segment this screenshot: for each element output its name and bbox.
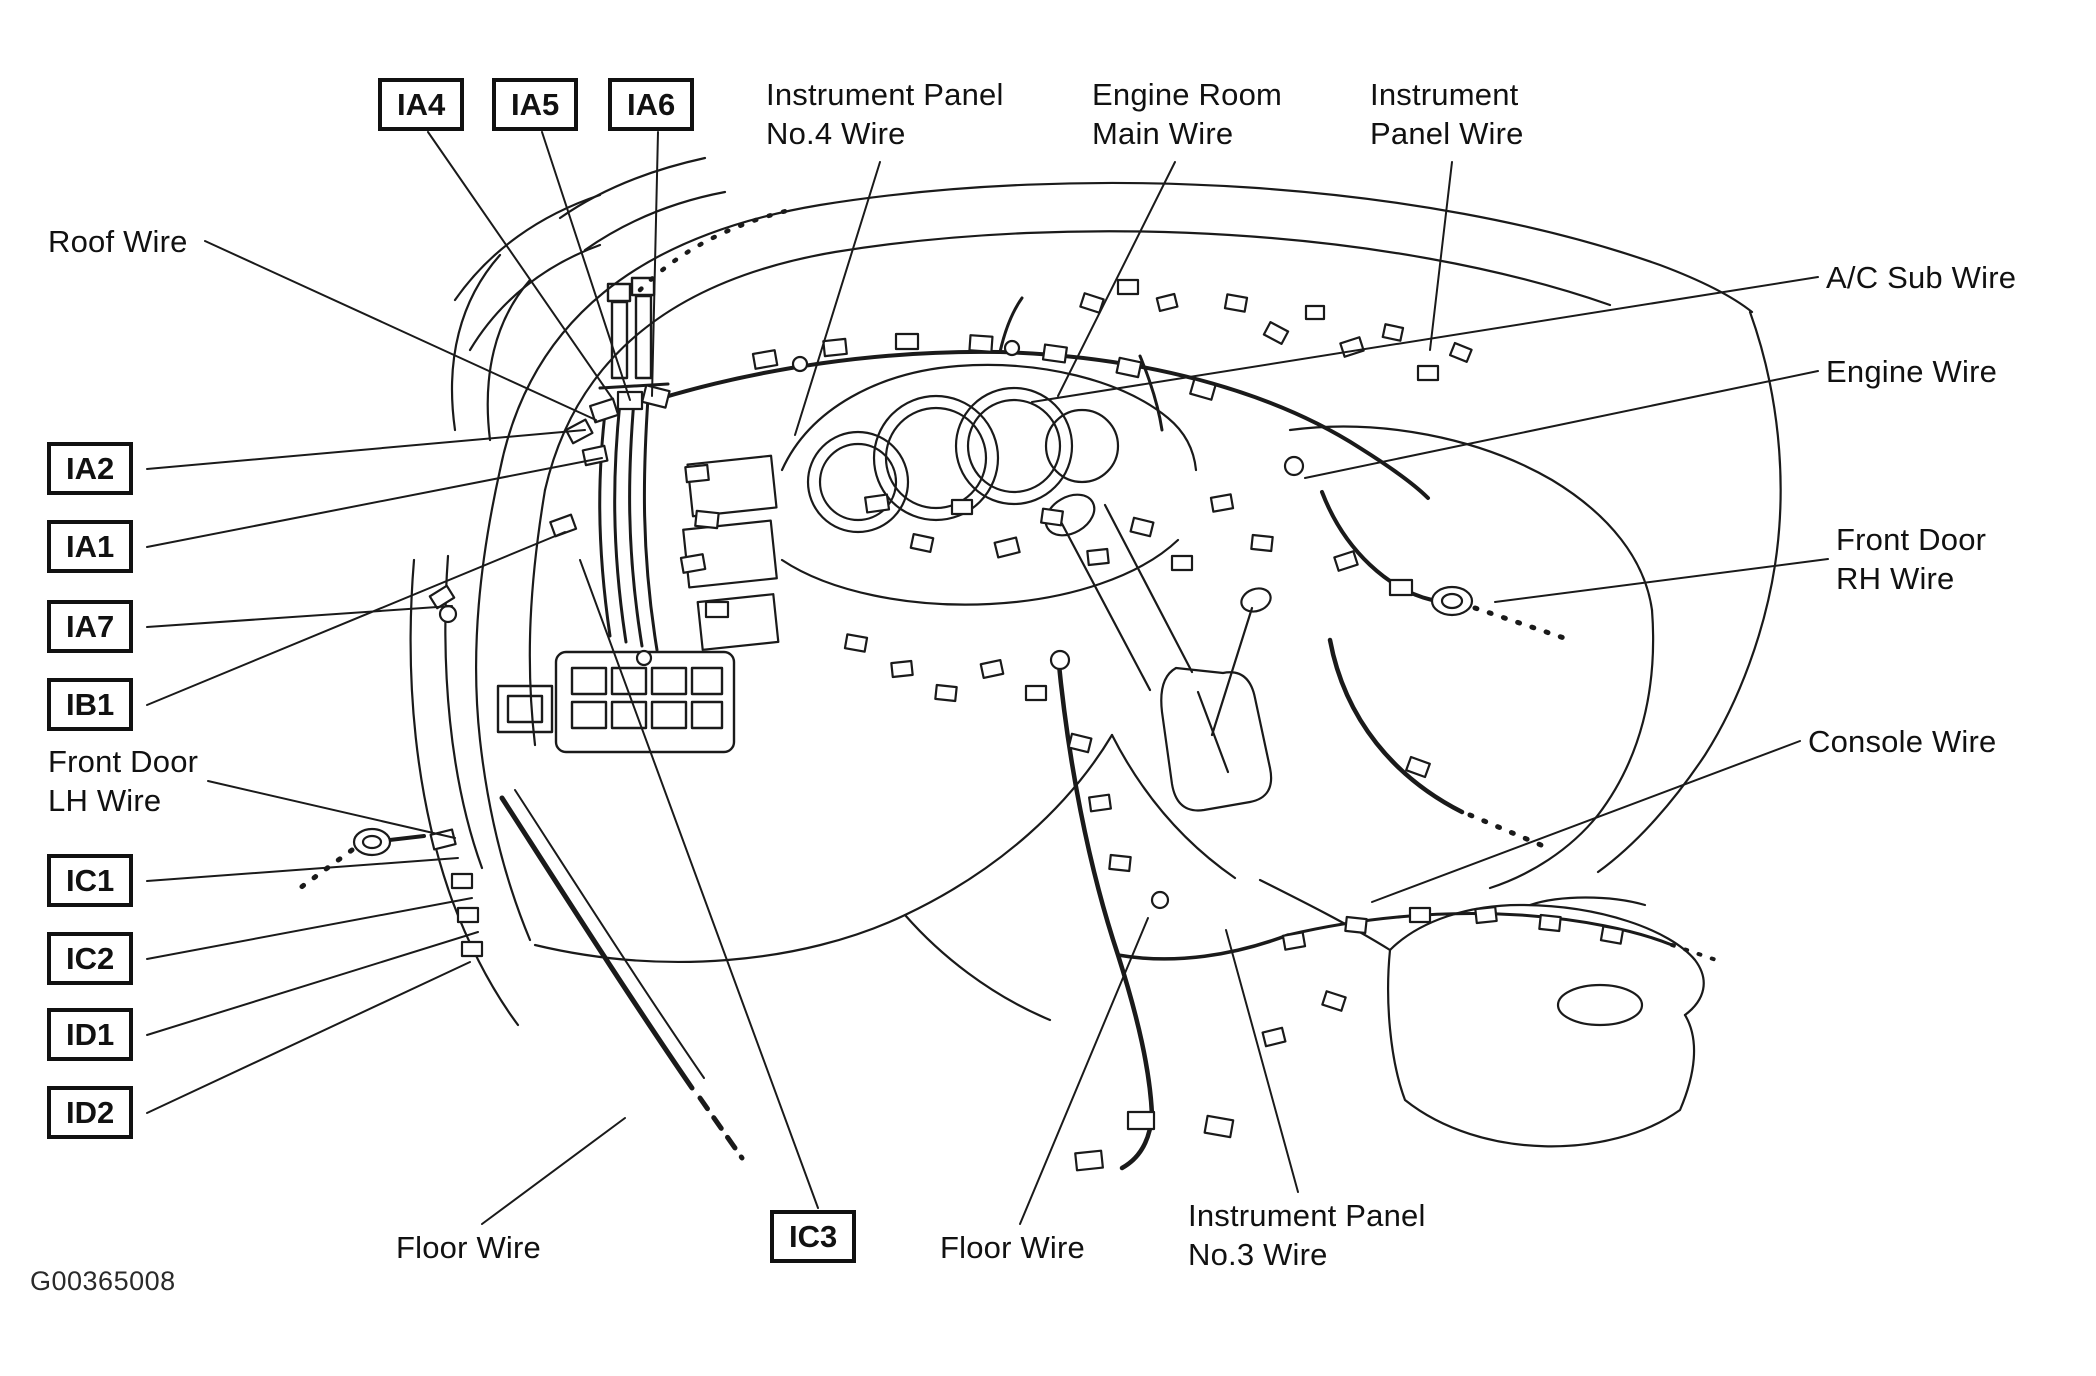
leader-id2 xyxy=(146,961,471,1114)
connector-box-id1: ID1 xyxy=(47,1008,134,1061)
label-front-door-lh-wire: Front Door LH Wire xyxy=(48,744,199,819)
leader-ia1 xyxy=(146,457,603,548)
connector-box-id2: ID2 xyxy=(47,1086,134,1139)
leader-ia2 xyxy=(146,429,586,470)
leader-ac-sub xyxy=(1031,276,1819,403)
leader-ia4 xyxy=(427,131,613,399)
label-floor-wire-left: Floor Wire xyxy=(396,1230,541,1265)
connector-box-ia7: IA7 xyxy=(47,600,134,653)
connector-box-ic1: IC1 xyxy=(47,854,134,907)
leader-ic3 xyxy=(579,559,819,1209)
leader-ia6 xyxy=(651,131,659,397)
label-instrument-panel-wire: Instrument Panel Wire xyxy=(1370,77,1524,152)
leader-console-wire xyxy=(1371,740,1801,903)
connector-box-ib1: IB1 xyxy=(47,678,134,731)
leader-engine-wire xyxy=(1304,370,1819,479)
leader-ia7 xyxy=(146,605,453,628)
connector-box-ic3: IC3 xyxy=(770,1210,857,1263)
leader-instrument-panel xyxy=(1429,161,1453,351)
connector-box-ia2: IA2 xyxy=(47,442,134,495)
figure-code: G00365008 xyxy=(30,1266,176,1296)
connector-box-ia1: IA1 xyxy=(47,520,134,573)
leader-ic2 xyxy=(146,897,473,960)
wire-harnesses xyxy=(297,296,1724,1171)
leader-ic1 xyxy=(146,857,459,882)
label-roof-wire: Roof Wire xyxy=(48,224,188,259)
leader-id1 xyxy=(146,931,479,1036)
connector-box-ia4: IA4 xyxy=(378,78,465,131)
leader-floor-wire-left xyxy=(481,1117,626,1225)
leader-floor-wire-right xyxy=(1019,917,1149,1225)
label-front-door-rh-wire: Front Door RH Wire xyxy=(1836,522,1987,597)
label-floor-wire-right: Floor Wire xyxy=(940,1230,1085,1265)
connector-box-ic2: IC2 xyxy=(47,932,134,985)
leader-engine-room-main xyxy=(1057,161,1176,397)
leader-front-door-lh xyxy=(207,780,456,839)
leader-roof-wire xyxy=(204,240,597,421)
leader-ia5 xyxy=(541,131,631,401)
label-console-wire: Console Wire xyxy=(1808,724,1997,759)
connector-parts xyxy=(352,278,1625,1172)
label-instrument-panel-no4-wire: Instrument Panel No.4 Wire xyxy=(766,77,1004,152)
leader-ib1 xyxy=(146,531,566,706)
leader-instrument-panel-no4 xyxy=(794,161,881,436)
label-ac-sub-wire: A/C Sub Wire xyxy=(1826,260,2017,295)
leader-instrument-panel-no3 xyxy=(1225,929,1299,1193)
leader-lines xyxy=(146,131,1829,1225)
label-engine-wire: Engine Wire xyxy=(1826,354,1998,389)
label-engine-room-main-wire: Engine Room Main Wire xyxy=(1092,77,1283,152)
instrument-cluster xyxy=(682,363,1198,651)
leader-front-door-rh xyxy=(1494,558,1829,603)
connector-box-ia6: IA6 xyxy=(608,78,695,131)
connector-box-ia5: IA5 xyxy=(492,78,579,131)
label-instrument-panel-no3-wire: Instrument Panel No.3 Wire xyxy=(1188,1198,1426,1273)
